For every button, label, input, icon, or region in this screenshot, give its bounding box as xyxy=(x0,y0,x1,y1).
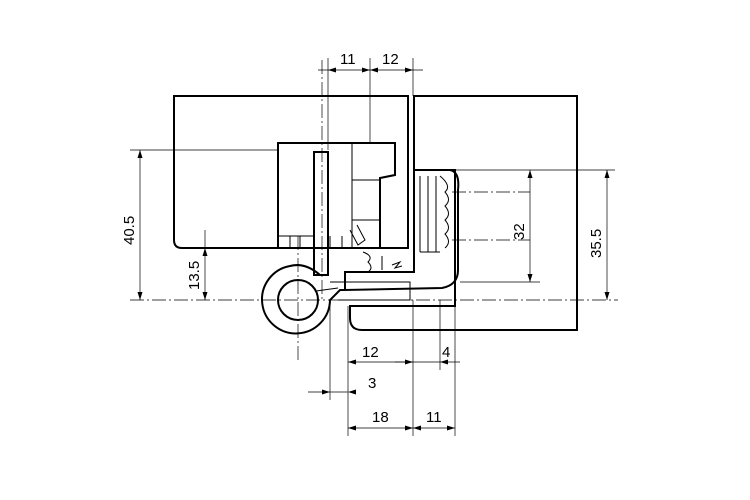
door-right-block xyxy=(349,95,578,331)
dim-35-5: 35.5 xyxy=(588,229,605,258)
dim-bottom-18: 18 xyxy=(372,409,389,426)
dim-bottom-3: 3 xyxy=(368,375,376,392)
dim-top-11: 11 xyxy=(340,51,356,68)
dim-bottom-12: 12 xyxy=(362,344,379,361)
hinge-knuckle xyxy=(261,264,345,335)
dim-40-5: 40.5 xyxy=(121,216,138,245)
dim-32: 32 xyxy=(511,223,528,240)
center-lines xyxy=(130,60,618,362)
dim-bottom-11: 11 xyxy=(426,409,442,426)
dimension-arrows xyxy=(137,67,610,431)
dim-13-5: 13.5 xyxy=(186,261,203,290)
dim-top-12: 12 xyxy=(382,51,399,68)
hinge-body xyxy=(277,142,460,301)
frame-left-block xyxy=(173,95,409,249)
extension-lines xyxy=(130,58,615,436)
dim-bottom-4: 4 xyxy=(442,344,450,361)
